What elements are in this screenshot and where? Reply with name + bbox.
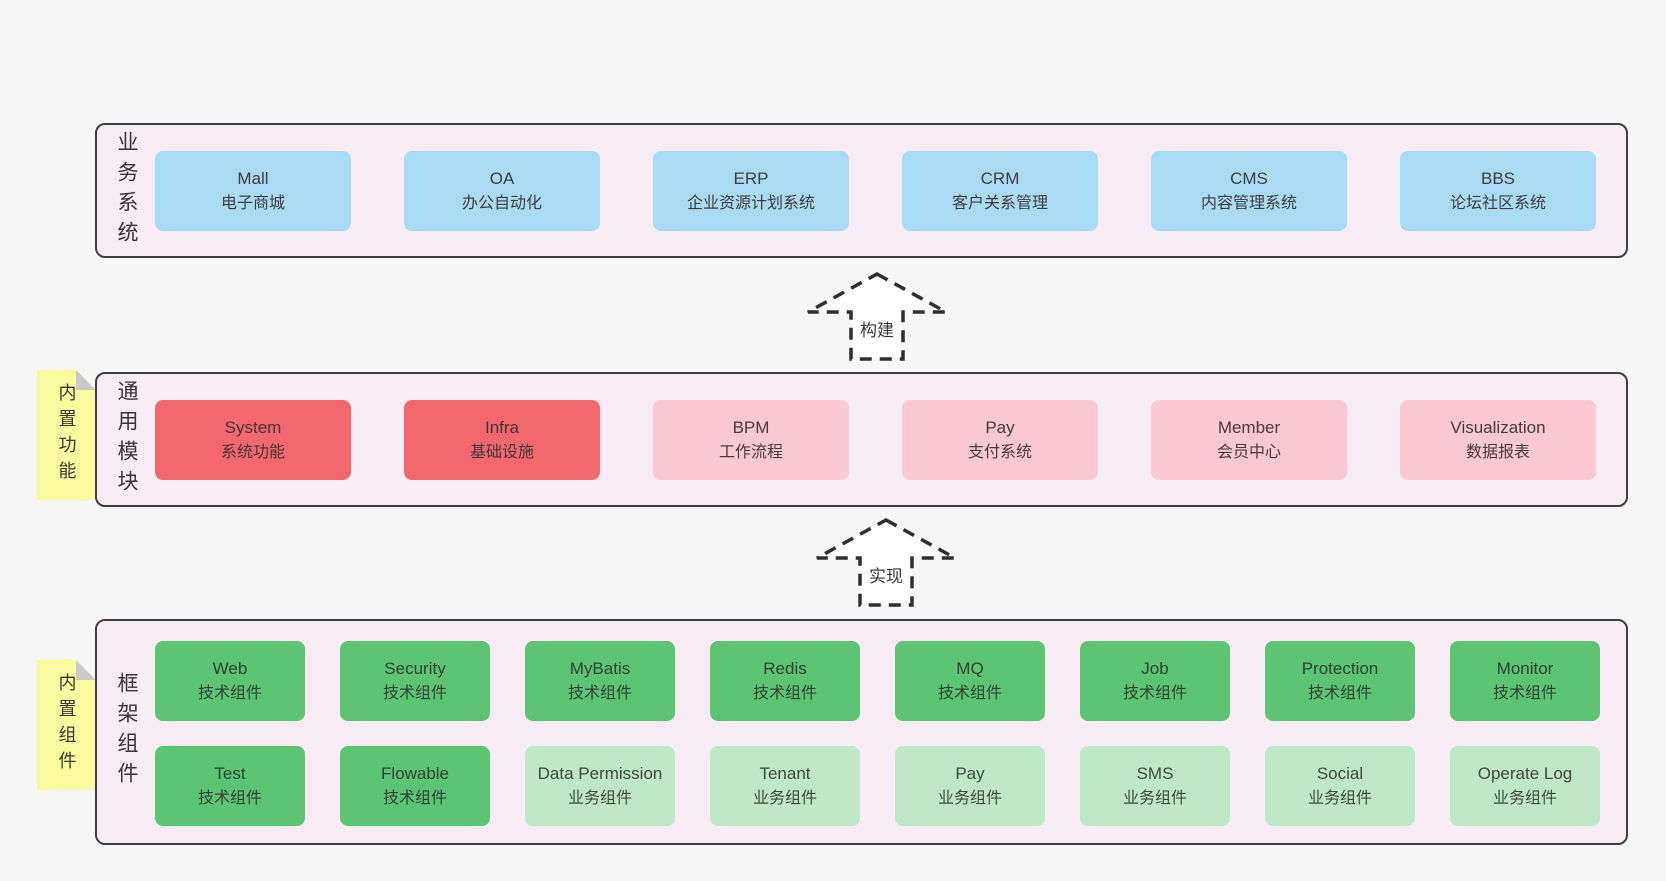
arrow-build-label: 构建 [858, 316, 896, 341]
box-title: Web [212, 659, 248, 679]
box-erp: ERP 企业资源计划系统 [653, 151, 849, 231]
box-title: BBS [1480, 169, 1516, 189]
arrow-implement-label: 实现 [867, 562, 905, 587]
box-data-permission: Data Permission 业务组件 [525, 746, 675, 826]
box-flowable: Flowable 技术组件 [340, 746, 490, 826]
band-label-business-systems: 业务系统 [115, 130, 138, 251]
box-title: CRM [980, 169, 1020, 189]
box-subtitle: 技术组件 [197, 684, 262, 702]
box-subtitle: 技术组件 [1492, 684, 1557, 702]
box-mq: MQ 技术组件 [895, 641, 1045, 721]
band-business-systems: 业务系统 Mall 电子商城 OA 办公自动化 ERP 企业资源计划系统 CRM… [95, 123, 1628, 258]
box-bbs: BBS 论坛社区系统 [1400, 151, 1596, 231]
box-operate-log: Operate Log 业务组件 [1450, 746, 1600, 826]
box-pay-component: Pay 业务组件 [895, 746, 1045, 826]
box-subtitle: 业务组件 [937, 789, 1002, 807]
box-crm: CRM 客户关系管理 [902, 151, 1098, 231]
arrow-implement: 实现 [815, 518, 957, 608]
note-fold-corner-icon [76, 370, 96, 390]
box-subtitle: 业务组件 [1492, 789, 1557, 807]
box-subtitle: 基础设施 [469, 443, 534, 461]
box-title: Tenant [759, 764, 811, 784]
box-monitor: Monitor 技术组件 [1450, 641, 1600, 721]
box-member: Member 会员中心 [1151, 400, 1347, 480]
box-redis: Redis 技术组件 [710, 641, 860, 721]
box-subtitle: 办公自动化 [461, 194, 542, 212]
box-subtitle: 技术组件 [1307, 684, 1372, 702]
box-web: Web 技术组件 [155, 641, 305, 721]
box-subtitle: 业务组件 [752, 789, 817, 807]
box-job: Job 技术组件 [1080, 641, 1230, 721]
box-subtitle: 客户关系管理 [951, 194, 1048, 212]
box-subtitle: 会员中心 [1216, 443, 1281, 461]
box-title: Test [214, 764, 246, 784]
band-label-framework-components: 框架组件 [115, 672, 138, 792]
box-title: Mall [237, 169, 269, 189]
sticky-note-builtin-features: 内置功能 [37, 370, 96, 500]
box-title: Flowable [380, 764, 450, 784]
band-label-common-modules: 通用模块 [115, 379, 138, 500]
box-subtitle: 技术组件 [937, 684, 1002, 702]
box-subtitle: 技术组件 [752, 684, 817, 702]
box-subtitle: 电子商城 [220, 194, 285, 212]
box-title: System [224, 418, 282, 438]
box-title: CMS [1230, 169, 1268, 189]
box-title: Visualization [1450, 418, 1546, 438]
box-subtitle: 技术组件 [382, 684, 447, 702]
note-fold-corner-icon [76, 660, 96, 680]
box-title: MyBatis [569, 659, 631, 679]
box-subtitle: 技术组件 [1122, 684, 1187, 702]
box-title: Social [1316, 764, 1364, 784]
box-social: Social 业务组件 [1265, 746, 1415, 826]
box-subtitle: 企业资源计划系统 [686, 194, 815, 212]
band-framework-components: 框架组件 Web 技术组件 Security 技术组件 MyBatis 技术组件… [95, 619, 1628, 845]
box-pay: Pay 支付系统 [902, 400, 1098, 480]
box-title: Infra [484, 418, 520, 438]
box-infra: Infra 基础设施 [404, 400, 600, 480]
box-subtitle: 论坛社区系统 [1449, 194, 1546, 212]
box-title: OA [489, 169, 515, 189]
box-visualization: Visualization 数据报表 [1400, 400, 1596, 480]
arrow-build: 构建 [806, 272, 948, 362]
box-title: Data Permission [537, 764, 663, 784]
box-subtitle: 业务组件 [1122, 789, 1187, 807]
box-subtitle: 技术组件 [197, 789, 262, 807]
box-title: Job [1141, 659, 1169, 679]
box-title: BPM [732, 418, 770, 438]
box-title: Security [384, 659, 446, 679]
box-title: SMS [1136, 764, 1174, 784]
box-subtitle: 支付系统 [967, 443, 1032, 461]
box-oa: OA 办公自动化 [404, 151, 600, 231]
box-title: MQ [956, 659, 984, 679]
box-security: Security 技术组件 [340, 641, 490, 721]
box-title: Pay [955, 764, 985, 784]
box-title: Protection [1301, 659, 1379, 679]
box-subtitle: 业务组件 [1307, 789, 1372, 807]
box-system: System 系统功能 [155, 400, 351, 480]
box-subtitle: 数据报表 [1465, 443, 1530, 461]
box-subtitle: 技术组件 [567, 684, 632, 702]
box-sms: SMS 业务组件 [1080, 746, 1230, 826]
box-bpm: BPM 工作流程 [653, 400, 849, 480]
box-mybatis: MyBatis 技术组件 [525, 641, 675, 721]
box-title: ERP [733, 169, 769, 189]
box-title: Operate Log [1477, 764, 1573, 784]
box-title: Pay [985, 418, 1015, 438]
sticky-note-builtin-components: 内置组件 [37, 660, 96, 790]
box-mall: Mall 电子商城 [155, 151, 351, 231]
box-cms: CMS 内容管理系统 [1151, 151, 1347, 231]
box-subtitle: 内容管理系统 [1200, 194, 1297, 212]
box-subtitle: 业务组件 [567, 789, 632, 807]
box-protection: Protection 技术组件 [1265, 641, 1415, 721]
box-tenant: Tenant 业务组件 [710, 746, 860, 826]
box-title: Member [1217, 418, 1281, 438]
band-common-modules: 通用模块 System 系统功能 Infra 基础设施 BPM 工作流程 Pay… [95, 372, 1628, 507]
box-subtitle: 技术组件 [382, 789, 447, 807]
box-test: Test 技术组件 [155, 746, 305, 826]
box-subtitle: 系统功能 [220, 443, 285, 461]
box-title: Monitor [1496, 659, 1554, 679]
box-subtitle: 工作流程 [718, 443, 783, 461]
box-title: Redis [763, 659, 807, 679]
